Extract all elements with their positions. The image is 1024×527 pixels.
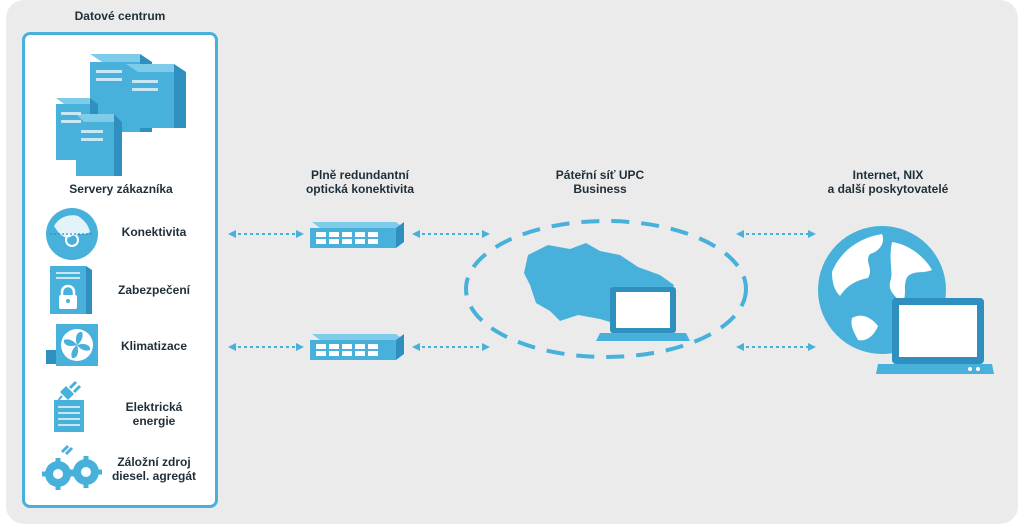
service-label-backup-text: Záložní zdroj diesel. agregát — [111, 455, 197, 483]
backbone-label-line2: Business — [573, 182, 627, 196]
fan-icon — [46, 324, 98, 366]
backbone-label: Páteřní síť UPC Business — [530, 168, 670, 196]
internet-label-line1: Internet, NIX — [852, 168, 924, 182]
service-label-connectivity: Konektivita — [121, 225, 187, 239]
service-label-power-text: Elektrická energie — [125, 400, 183, 428]
power-plug-icon — [54, 380, 84, 432]
backbone-laptop-icon — [596, 287, 690, 341]
connectivity-label-line2: optická konektivita — [305, 182, 415, 196]
connectivity-label-line1: Plně redundantní — [310, 168, 409, 182]
network-switch-top — [310, 222, 404, 248]
backbone-label-line1: Páteřní síť UPC — [555, 168, 645, 182]
backbone-network — [464, 219, 748, 359]
gears-icon — [42, 444, 102, 490]
service-label-backup: Záložní zdroj diesel. agregát — [104, 455, 204, 483]
servers-icon — [56, 54, 186, 176]
internet-label: Internet, NIX a další poskytovatelé — [808, 168, 968, 196]
internet-laptop-icon — [876, 298, 994, 374]
lock-cabinet-icon — [50, 266, 92, 314]
globe-icon — [46, 208, 98, 260]
internet-globe-icon — [818, 226, 994, 374]
internet-label-line2: a další poskytovatelé — [827, 182, 949, 196]
connectivity-label: Plně redundantní optická konektivita — [280, 168, 440, 196]
service-label-security: Zabezpečení — [117, 283, 191, 297]
service-label-power: Elektrická energie — [104, 400, 204, 428]
network-switch-bottom — [310, 334, 404, 360]
servers-label: Servery zákazníka — [69, 182, 173, 196]
datacenter-title: Datové centrum — [74, 9, 166, 23]
service-label-cooling: Klimatizace — [120, 339, 188, 353]
